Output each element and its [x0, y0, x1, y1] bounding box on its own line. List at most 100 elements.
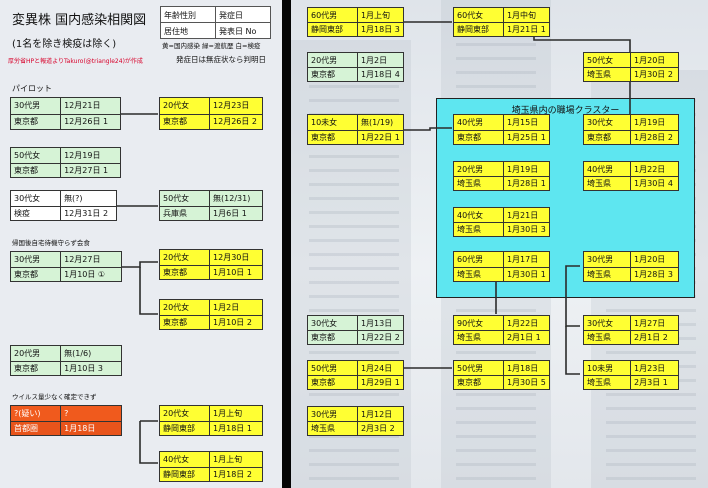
legend-announce: 発表日 No — [215, 23, 270, 38]
case-onset: 1月22日 — [502, 316, 549, 330]
case-residence: 東京都 — [308, 130, 357, 144]
case-age-sex: 20代女 — [160, 250, 210, 265]
section-virus: ウイルス量少なく確定できず — [12, 393, 97, 401]
case-age-sex: 30代男 — [584, 252, 631, 267]
case-age-sex: 20代女 — [160, 98, 210, 114]
case-onset: 1月24日 — [356, 361, 403, 375]
case-residence: 静岡東部 — [454, 23, 503, 36]
cluster-title: 埼玉県内の職場クラスター — [511, 106, 620, 116]
case-onset: 1月13日 — [356, 316, 403, 330]
case-age-sex: 60代男 — [454, 252, 503, 267]
case-onset: 12月27日 — [60, 252, 121, 267]
case-age-sex: 50代女 — [160, 191, 210, 206]
case-onset: 無(1/19) — [356, 115, 403, 130]
case-announce: 1月29日 1 — [356, 376, 403, 389]
case-residence: 埼玉県 — [584, 68, 631, 81]
case-residence: 静岡東部 — [160, 467, 210, 481]
case-residence: 首都圏 — [11, 421, 61, 435]
panel-divider — [282, 0, 291, 488]
section-return: 帰国後自宅待機守らず会食 — [12, 239, 90, 247]
case-announce: 1月6日 1 — [209, 206, 262, 220]
case-age-sex: 10未女 — [308, 115, 357, 130]
case-residence: 埼玉県 — [454, 223, 503, 236]
case-residence: 埼玉県 — [584, 376, 631, 389]
case-onset: 1月12日 — [356, 407, 403, 421]
page-title: 変異株 国内感染相関図 — [12, 13, 147, 28]
case-announce: 1月28日 1 — [502, 177, 549, 190]
case-announce: 1月28日 2 — [630, 130, 678, 144]
case-onset: 1月20日 — [630, 252, 678, 267]
case-announce: 1月22日 2 — [356, 331, 403, 344]
case-residence: 東京都 — [454, 376, 503, 389]
case-onset: 1月上旬 — [209, 406, 262, 421]
case-announce: 12月26日 1 — [60, 114, 120, 129]
case-announce: 1月10日 1 — [209, 265, 262, 279]
case-onset: 1月2日 — [209, 300, 262, 315]
case-announce: 1月18日 4 — [356, 68, 403, 81]
case-residence: 埼玉県 — [454, 331, 503, 344]
case-onset: 1月中旬 — [502, 8, 549, 22]
case-announce: 12月27日 1 — [60, 163, 120, 177]
case-age-sex: 40代女 — [454, 208, 503, 222]
legend-color-note: 黄=国内感染 緑=渡航歴 白=検疫 — [162, 42, 261, 50]
case-age-sex: 90代女 — [454, 316, 503, 330]
case-residence: 東京都 — [11, 114, 61, 129]
case-age-sex: 20代女 — [160, 406, 210, 421]
case-onset: 1月22日 — [630, 162, 678, 176]
case-age-sex: 20代男 — [308, 53, 357, 67]
case-announce: 1月10日 2 — [209, 315, 262, 329]
case-age-sex: 60代男 — [308, 8, 357, 22]
legend-onset-note: 発症日は無症状なら判明日 — [176, 55, 266, 64]
case-onset: 1月20日 — [630, 53, 678, 67]
case-residence: 東京都 — [11, 267, 61, 281]
case-announce: 2月3日 2 — [356, 422, 403, 435]
case-announce: 1月18日 2 — [209, 467, 262, 481]
case-announce: 1月21日 1 — [502, 23, 549, 36]
case-residence: 東京都 — [308, 68, 357, 81]
case-age-sex: 30代男 — [11, 252, 61, 267]
case-onset: 1月上旬 — [209, 452, 262, 467]
case-onset: 1月15日 — [502, 115, 549, 130]
case-age-sex: 30代女 — [308, 316, 357, 330]
case-age-sex: 40代女 — [160, 452, 210, 467]
case-announce: 1月22日 1 — [356, 130, 403, 144]
case-residence: 検疫 — [11, 206, 61, 220]
case-onset: 12月23日 — [209, 98, 262, 114]
case-residence: 東京都 — [11, 361, 61, 375]
case-onset: 1月23日 — [630, 361, 678, 375]
page-subtitle: (1名を除き検疫は除く) — [12, 39, 117, 50]
legend-box: 年齢性別 発症日 居住地 発表日 No — [160, 6, 271, 39]
case-announce: 1月18日 — [60, 421, 121, 435]
case-age-sex: 30代男 — [308, 407, 357, 421]
case-residence: 兵庫県 — [160, 206, 210, 220]
case-announce: 1月10日 3 — [60, 361, 121, 375]
case-onset: 1月17日 — [502, 252, 549, 267]
case-onset: 無(12/31) — [209, 191, 262, 206]
case-age-sex: 30代女 — [584, 316, 631, 330]
case-residence: 埼玉県 — [584, 177, 631, 190]
case-onset: 1月18日 — [502, 361, 549, 375]
